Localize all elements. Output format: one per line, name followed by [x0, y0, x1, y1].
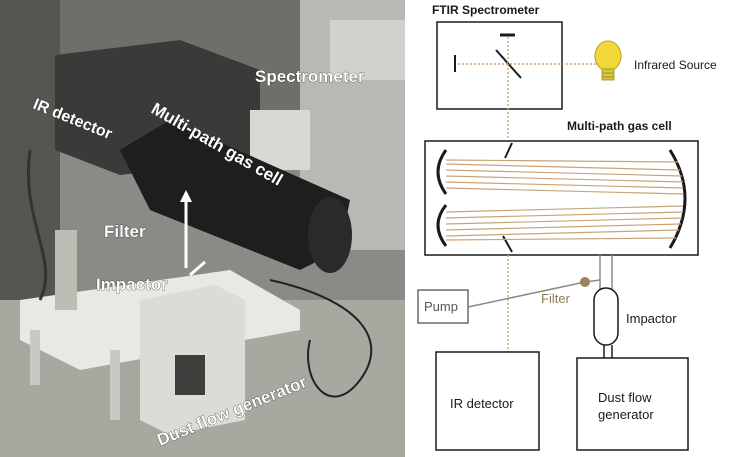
pump-line [467, 281, 586, 308]
gas-cell-mirror-left-top [436, 149, 448, 195]
photo-table-leg-mid [110, 350, 120, 420]
photo-gas-cell-end [308, 197, 352, 273]
photo-cable-right [269, 279, 373, 398]
dust-generator-box [576, 357, 689, 451]
gas-cell-exit-mirror [502, 235, 513, 253]
schematic-background [405, 0, 743, 457]
filter-dot [580, 277, 590, 287]
bulb-icon [594, 40, 622, 81]
gas-cell-entry-mirror [504, 142, 513, 159]
ftir-spectrometer-box [436, 21, 563, 110]
photo-dust-generator-panel [175, 355, 205, 395]
gas-cell-beams [445, 159, 684, 241]
impactor-shape [593, 287, 619, 346]
photo-label-spectrometer: Spectrometer [255, 67, 365, 86]
photo-table-leg-left [30, 330, 40, 385]
gas-cell-box [424, 140, 699, 256]
photo-gas-cell [120, 120, 350, 270]
ir-detector-box [435, 351, 540, 451]
photo-impactor-arrow [189, 260, 206, 277]
photo-label-filter: Filter [104, 222, 146, 241]
gas-cell-mirror-left-bottom [436, 204, 448, 247]
pump-label: Pump [424, 299, 458, 314]
ir-detector-label: IR detector [450, 396, 514, 411]
dust-generator-label-1: Dust flow [598, 390, 652, 405]
photo-cabinet-top [330, 20, 405, 80]
photo-panel: Spectrometer IR detector Multi-path gas … [0, 0, 405, 457]
photo-label-impactor: Impactor [96, 275, 168, 294]
photo-pipe [55, 230, 77, 310]
dust-generator-label-2: generator [598, 407, 654, 422]
photo-cable-left [26, 149, 48, 301]
schematic-panel: FTIR Spectrometer Infrared Source Multi-… [405, 0, 743, 457]
ftir-title: FTIR Spectrometer [432, 3, 540, 17]
infrared-source-label: Infrared Source [634, 58, 717, 72]
filter-label: Filter [541, 291, 571, 306]
impactor-label: Impactor [626, 311, 677, 326]
gas-cell-title: Multi-path gas cell [567, 119, 672, 133]
photo-filter-arrowhead [180, 190, 192, 202]
